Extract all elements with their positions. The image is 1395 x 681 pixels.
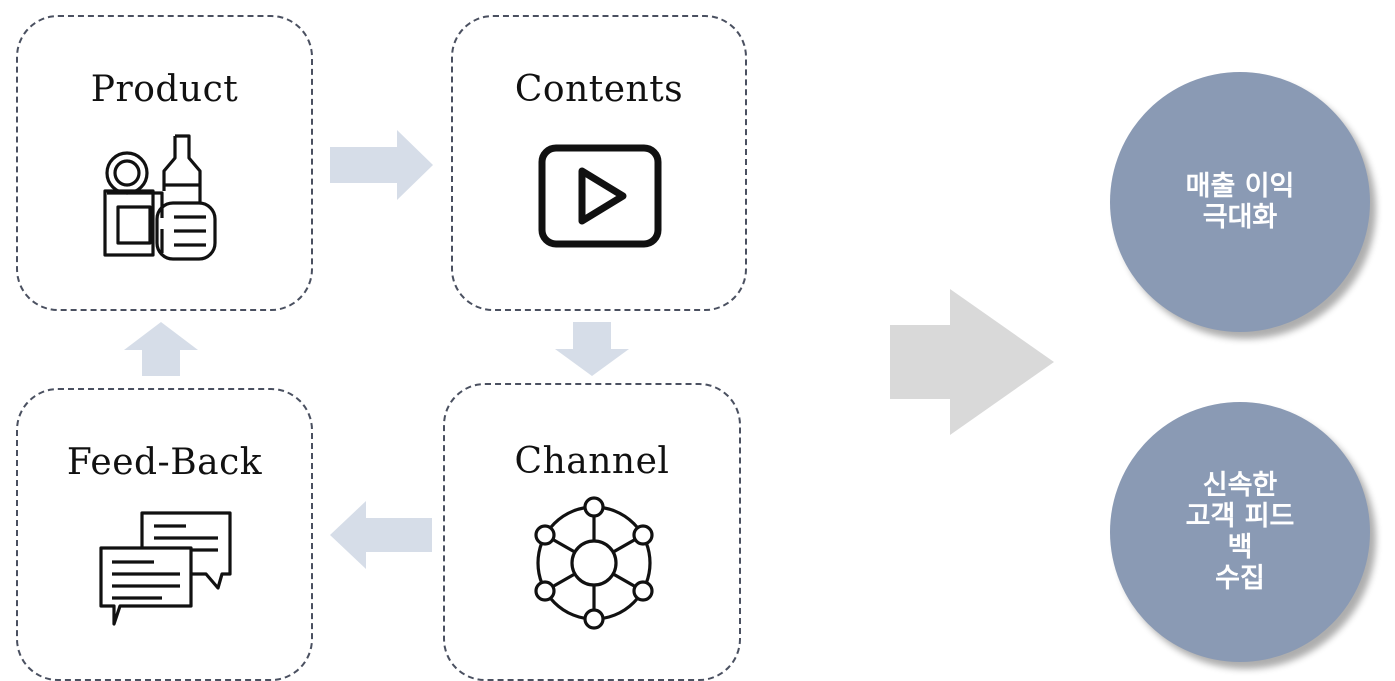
channel-box: Channel <box>443 383 741 681</box>
feedback-box: Feed-Back <box>16 388 313 681</box>
arrow-up <box>124 322 198 376</box>
arrow-right <box>330 130 433 200</box>
product-title: Product <box>90 69 239 110</box>
network-hub-icon <box>534 496 654 630</box>
outcome-label-feedback: 신속한 고객 피드 백 수집 <box>1185 470 1295 594</box>
outcome-circle-revenue: 매출 이익 극대화 <box>1110 72 1370 332</box>
arrow-left <box>330 501 432 569</box>
channel-title: Channel <box>514 441 670 482</box>
result-arrow <box>890 289 1054 435</box>
product-box: Product <box>16 15 313 311</box>
chat-bubbles-icon <box>99 511 232 626</box>
outcome-label-revenue: 매출 이익 극대화 <box>1185 171 1295 233</box>
cosmetics-bottles-icon <box>103 134 217 261</box>
contents-title: Contents <box>514 69 684 110</box>
outcome-circle-feedback: 신속한 고객 피드 백 수집 <box>1110 402 1370 662</box>
arrow-down <box>555 322 629 376</box>
feedback-title: Feed-Back <box>66 442 263 483</box>
contents-box: Contents <box>451 15 747 311</box>
play-video-icon <box>538 144 662 248</box>
